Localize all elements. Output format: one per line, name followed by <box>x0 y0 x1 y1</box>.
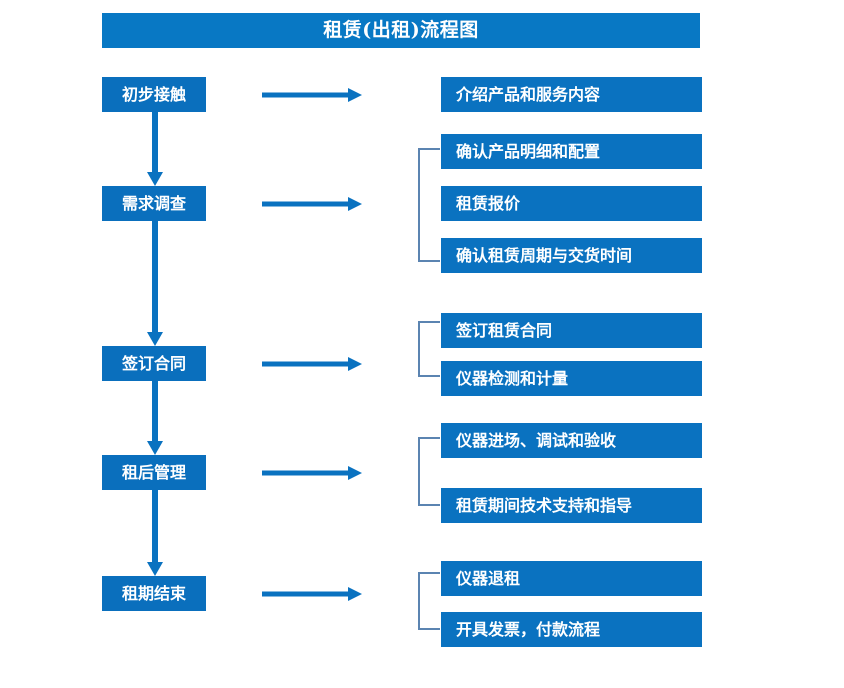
right-arrow-icon-5 <box>262 586 362 602</box>
stage-label-5: 租期结束 <box>121 583 186 603</box>
detail-box-4[interactable]: 确认租赁周期与交货时间 <box>441 238 702 273</box>
right-arrow-icon-4 <box>262 465 362 481</box>
detail-box-1[interactable]: 介绍产品和服务内容 <box>441 77 702 112</box>
detail-label-8: 租赁期间技术支持和指导 <box>456 495 633 515</box>
right-arrow-icon-1 <box>262 87 362 103</box>
group-bracket-icon-2 <box>417 321 441 377</box>
stage-box-4[interactable]: 租后管理 <box>102 455 206 490</box>
detail-box-6[interactable]: 仪器检测和计量 <box>441 361 702 396</box>
detail-box-8[interactable]: 租赁期间技术支持和指导 <box>441 488 702 523</box>
detail-label-2: 确认产品明细和配置 <box>456 141 601 161</box>
detail-label-1: 介绍产品和服务内容 <box>456 84 601 104</box>
stage-box-1[interactable]: 初步接触 <box>102 77 206 112</box>
detail-box-3[interactable]: 租赁报价 <box>441 186 702 221</box>
down-arrow-icon-4 <box>146 490 164 576</box>
detail-box-9[interactable]: 仪器退租 <box>441 561 702 596</box>
stage-label-3: 签订合同 <box>121 353 186 373</box>
stage-label-4: 租后管理 <box>121 462 186 482</box>
stage-box-5[interactable]: 租期结束 <box>102 576 206 611</box>
detail-label-6: 仪器检测和计量 <box>456 368 569 388</box>
detail-box-2[interactable]: 确认产品明细和配置 <box>441 134 702 169</box>
detail-label-5: 签订租赁合同 <box>456 320 553 340</box>
detail-label-9: 仪器退租 <box>456 568 521 588</box>
detail-label-3: 租赁报价 <box>456 193 521 213</box>
stage-box-2[interactable]: 需求调查 <box>102 186 206 221</box>
group-bracket-icon-1 <box>417 148 441 262</box>
right-arrow-icon-2 <box>262 196 362 212</box>
detail-box-7[interactable]: 仪器进场、调试和验收 <box>441 423 702 458</box>
down-arrow-icon-2 <box>146 221 164 346</box>
detail-box-5[interactable]: 签订租赁合同 <box>441 313 702 348</box>
detail-box-10[interactable]: 开具发票，付款流程 <box>441 612 702 647</box>
stage-label-2: 需求调查 <box>121 193 186 213</box>
right-arrow-icon-3 <box>262 356 362 372</box>
group-bracket-icon-3 <box>417 437 441 506</box>
detail-label-7: 仪器进场、调试和验收 <box>456 430 617 450</box>
detail-label-10: 开具发票，付款流程 <box>456 619 601 639</box>
down-arrow-icon-1 <box>146 112 164 186</box>
down-arrow-icon-3 <box>146 381 164 455</box>
detail-label-4: 确认租赁周期与交货时间 <box>456 245 633 265</box>
stage-label-1: 初步接触 <box>121 84 186 104</box>
stage-box-3[interactable]: 签订合同 <box>102 346 206 381</box>
group-bracket-icon-4 <box>417 572 441 630</box>
page-title: 租赁(出租)流程图 <box>323 19 479 41</box>
chart-title-bar: 租赁(出租)流程图 <box>102 13 700 48</box>
